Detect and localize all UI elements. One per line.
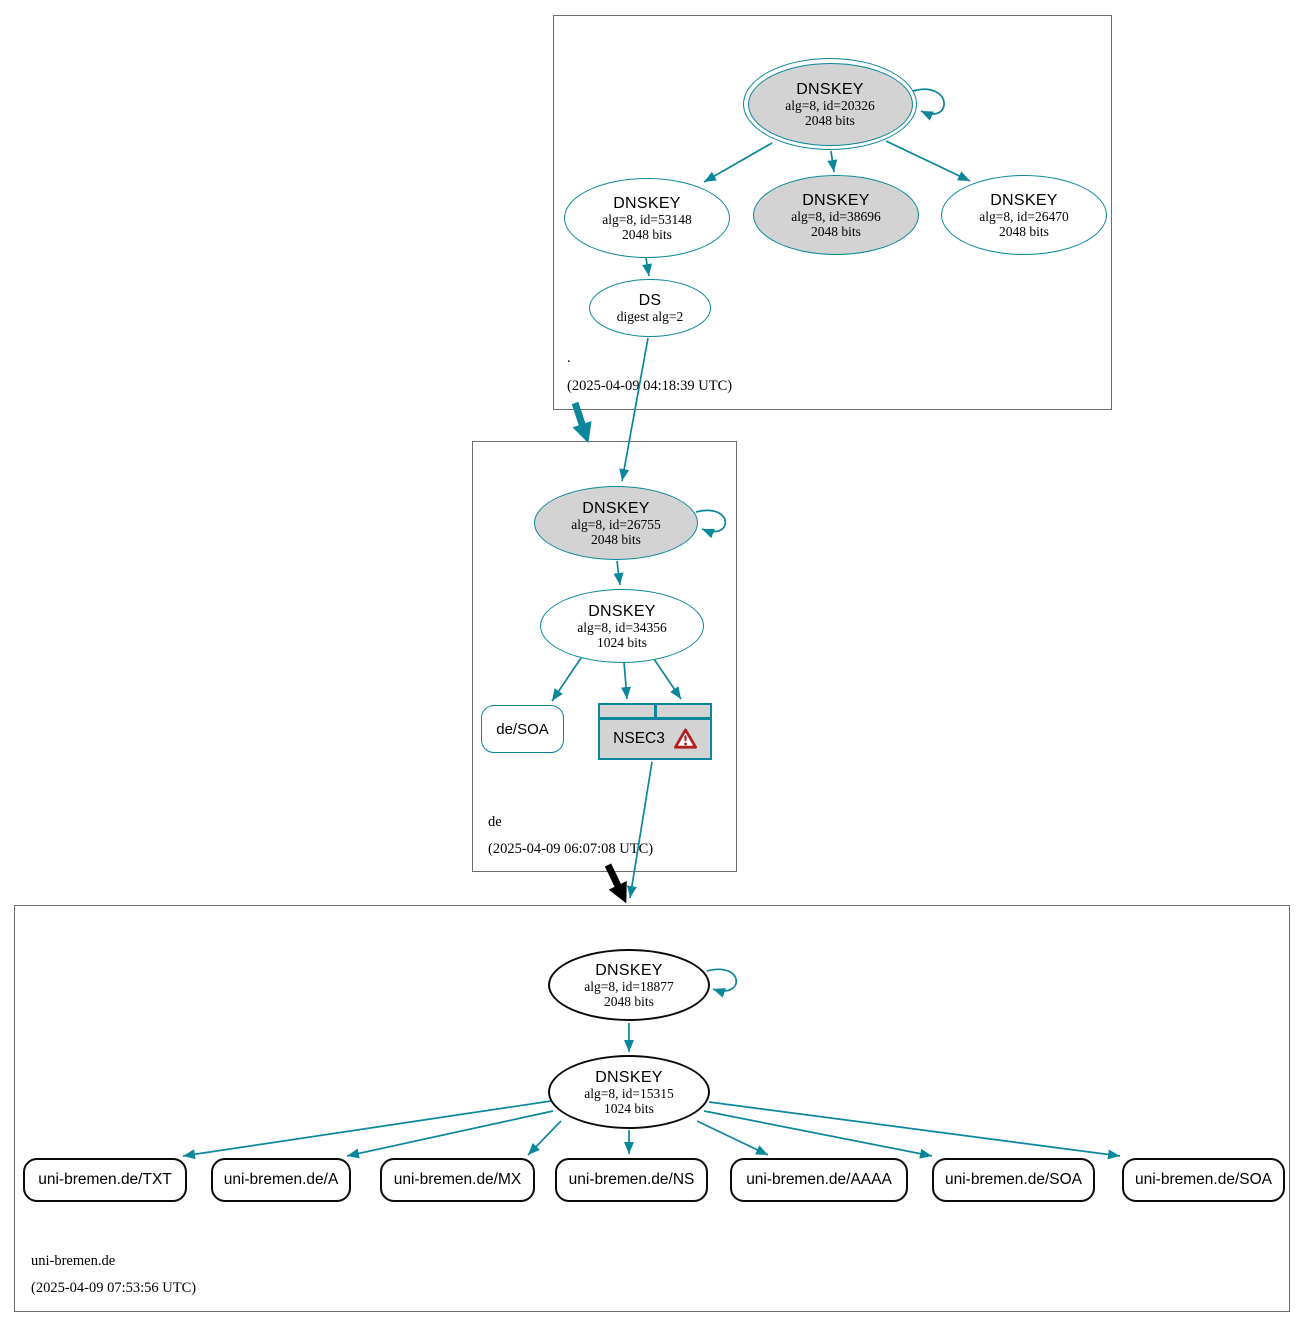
node-detail: 2048 bits (604, 993, 654, 1009)
node-label: de/SOA (496, 720, 549, 738)
node-detail: alg=8, id=18877 (584, 978, 674, 994)
node-rrset-aaaa[interactable]: uni-bremen.de/AAAA (730, 1158, 908, 1202)
edge-15315-a (346, 1110, 554, 1159)
node-rrset-soa-2[interactable]: uni-bremen.de/SOA (1122, 1158, 1285, 1202)
zone-timestamp-de: (2025-04-09 06:07:08 UTC) (488, 841, 654, 857)
edge-53148-ds (642, 257, 652, 277)
edge-26755-34356 (613, 560, 624, 586)
nsec3-header-cells (600, 705, 710, 717)
edge-15315-soa1 (703, 1110, 933, 1159)
dnskey-20326-inner-ellipse: DNSKEY alg=8, id=20326 2048 bits (747, 62, 913, 146)
node-dnskey-34356[interactable]: DNSKEY alg=8, id=34356 1024 bits (540, 589, 704, 663)
zone-label-de: de (488, 814, 502, 830)
node-detail: alg=8, id=53148 (602, 211, 692, 227)
node-title: DNSKEY (595, 961, 663, 979)
node-title: DNSKEY (588, 602, 656, 620)
node-nsec3[interactable]: NSEC3 (598, 703, 712, 760)
node-title: DNSKEY (796, 80, 864, 98)
edge-20326-53148 (703, 142, 773, 183)
node-dnskey-53148[interactable]: DNSKEY alg=8, id=53148 2048 bits (564, 178, 730, 258)
node-rrset-soa-1[interactable]: uni-bremen.de/SOA (932, 1158, 1095, 1202)
node-label: uni-bremen.de/AAAA (746, 1171, 892, 1188)
nsec3-cell (600, 705, 654, 717)
nsec3-cell (656, 705, 710, 717)
node-detail: alg=8, id=38696 (791, 208, 881, 224)
node-rrset-mx[interactable]: uni-bremen.de/MX (380, 1158, 535, 1202)
node-detail: alg=8, id=34356 (577, 619, 667, 635)
node-dnskey-18877-ksk[interactable]: DNSKEY alg=8, id=18877 2048 bits (548, 949, 710, 1021)
node-detail: alg=8, id=26755 (571, 516, 661, 532)
node-title: DNSKEY (595, 1068, 663, 1086)
edge-de-ksk-selfloop (695, 509, 727, 539)
edge-15315-aaaa (696, 1120, 769, 1156)
node-dnskey-26470[interactable]: DNSKEY alg=8, id=26470 2048 bits (941, 175, 1107, 255)
zone-timestamp-root: (2025-04-09 04:18:39 UTC) (567, 378, 733, 394)
zone-label-uni-bremen: uni-bremen.de (31, 1253, 116, 1269)
edge-34356-nsec3-a (621, 661, 632, 700)
node-dnskey-26755-ksk[interactable]: DNSKEY alg=8, id=26755 2048 bits (534, 486, 698, 560)
edge-zone-de-to-uni (604, 863, 627, 904)
node-title: DNSKEY (990, 191, 1058, 209)
zone-timestamp-uni-bremen: (2025-04-09 07:53:56 UTC) (31, 1280, 197, 1296)
node-title: DNSKEY (582, 499, 650, 517)
node-dnskey-15315[interactable]: DNSKEY alg=8, id=15315 1024 bits (548, 1055, 710, 1129)
edge-nsec3-to-uni-zone (626, 761, 653, 899)
node-dnskey-38696[interactable]: DNSKEY alg=8, id=38696 2048 bits (753, 175, 919, 255)
edge-ds-26755 (619, 337, 649, 482)
edge-uni-ksk-selfloop (706, 968, 738, 998)
node-label: uni-bremen.de/SOA (1135, 1171, 1272, 1188)
edge-20326-26470 (885, 140, 971, 182)
node-label: uni-bremen.de/MX (393, 1171, 522, 1188)
node-rrset-ns[interactable]: uni-bremen.de/NS (555, 1158, 708, 1202)
node-title: DNSKEY (613, 194, 681, 212)
node-ds[interactable]: DS digest alg=2 (589, 279, 711, 337)
node-label: uni-bremen.de/TXT (38, 1171, 172, 1188)
node-title: DS (638, 292, 662, 309)
node-dnskey-20326-ksk[interactable]: DNSKEY alg=8, id=20326 2048 bits (743, 58, 917, 150)
nsec3-body: NSEC3 (600, 719, 710, 758)
node-detail: 1024 bits (604, 1100, 654, 1116)
zone-label-root: . (567, 350, 571, 366)
edge-15315-soa2 (708, 1101, 1121, 1160)
node-label: uni-bremen.de/A (223, 1171, 339, 1188)
node-detail: 2048 bits (805, 112, 855, 128)
edge-zone-root-to-de (571, 401, 592, 444)
edge-15315-txt (182, 1100, 552, 1160)
node-rrset-a[interactable]: uni-bremen.de/A (211, 1158, 351, 1202)
node-detail: 2048 bits (999, 223, 1049, 239)
node-de-soa[interactable]: de/SOA (481, 705, 564, 753)
node-rrset-txt[interactable]: uni-bremen.de/TXT (23, 1158, 187, 1202)
node-label: uni-bremen.de/NS (568, 1171, 695, 1188)
edge-34356-soa (551, 657, 582, 702)
edge-root-ksk-selfloop (912, 88, 945, 121)
warning-icon (673, 728, 697, 749)
node-title: DNSKEY (802, 191, 870, 209)
node-detail: alg=8, id=26470 (979, 208, 1069, 224)
node-detail: digest alg=2 (616, 309, 684, 324)
node-detail: 2048 bits (811, 223, 861, 239)
node-label: NSEC3 (613, 729, 665, 747)
node-detail: alg=8, id=20326 (785, 97, 875, 113)
node-detail: alg=8, id=15315 (584, 1085, 674, 1101)
node-detail: 2048 bits (591, 531, 641, 547)
edge-20326-38696 (827, 150, 838, 173)
node-detail: 1024 bits (597, 634, 647, 650)
node-label: uni-bremen.de/SOA (945, 1171, 1082, 1188)
edge-15315-mx (527, 1120, 562, 1156)
edge-34356-nsec3-b (653, 658, 682, 700)
node-detail: 2048 bits (622, 226, 672, 242)
